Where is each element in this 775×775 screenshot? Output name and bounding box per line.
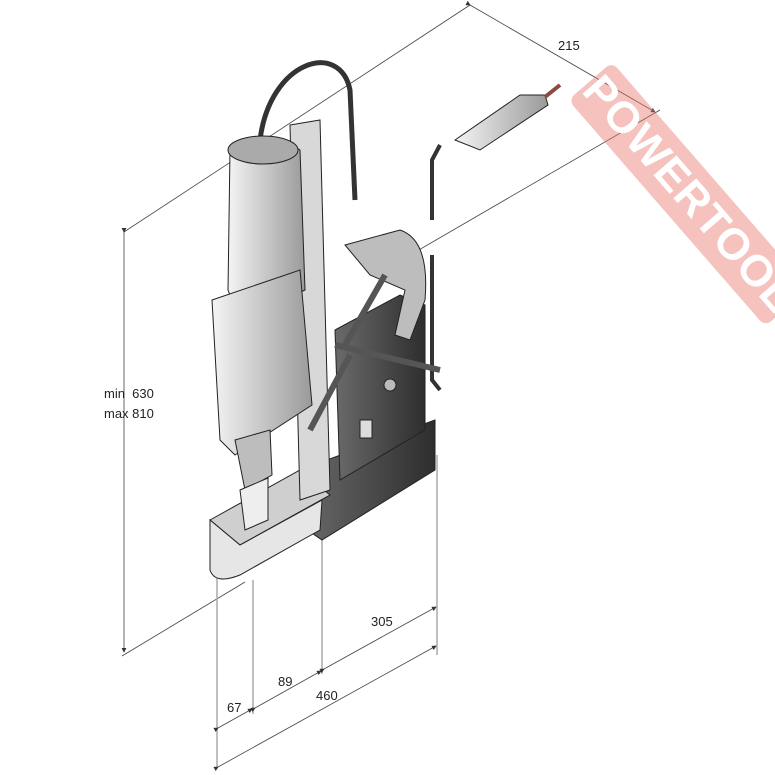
knob	[383, 378, 397, 392]
power-cable	[257, 60, 358, 201]
lever	[334, 342, 441, 373]
dim-67-label: 67	[227, 700, 242, 715]
dimension-lines	[121, 0, 661, 772]
chuck	[234, 429, 273, 491]
dim-height-min-label: min 630	[104, 386, 154, 401]
lever-arm	[307, 353, 353, 432]
dim-305-label: 305	[371, 614, 393, 629]
magnetic-drill	[209, 60, 562, 580]
motor-lower	[211, 269, 313, 456]
lever-arm	[342, 273, 388, 347]
dim-89-label: 89	[278, 674, 293, 689]
cutter	[239, 477, 269, 531]
chip-guard	[209, 499, 323, 580]
plug	[453, 94, 549, 151]
motor-cap	[227, 135, 299, 165]
switch	[359, 419, 373, 439]
dim-height-max-label: max 810	[104, 406, 154, 421]
dim-depth-label: 215	[558, 38, 580, 53]
dim-460-label: 460	[316, 688, 338, 703]
handle	[344, 229, 427, 341]
plug-pin	[543, 83, 562, 99]
cable-right	[430, 144, 442, 392]
